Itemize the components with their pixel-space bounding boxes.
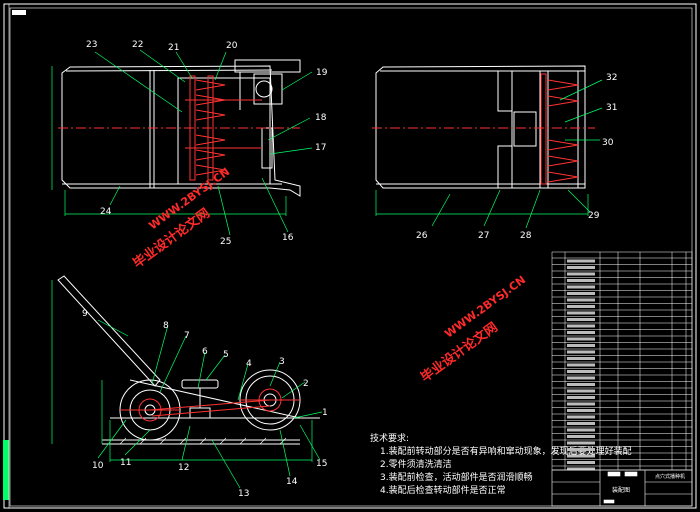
part-label-11: 11 (120, 458, 131, 468)
part-label-23: 23 (86, 40, 97, 50)
title-block (551, 469, 693, 507)
part-label-3: 3 (279, 357, 285, 367)
bom-cell-text (567, 298, 595, 302)
part-label-9: 9 (82, 309, 88, 319)
bom-cell-text (567, 454, 595, 458)
technical-notes: 技术要求: 1.装配前转动部分是否有异响和窜动现象，发现后要处理好装配 2.零件… (370, 432, 632, 496)
bom-cell-text (567, 331, 595, 334)
top-view-right (375, 65, 586, 189)
part-label-22: 22 (132, 40, 143, 50)
bom-cell-text (567, 292, 595, 295)
title-block-drawing-title: 装配图 (612, 486, 630, 494)
bom-cell-text (567, 337, 595, 341)
part-label-21: 21 (168, 43, 179, 53)
part-label-6: 6 (202, 347, 208, 357)
part-label-10: 10 (92, 461, 104, 471)
bom-table (551, 251, 693, 471)
part-label-18: 18 (315, 113, 327, 123)
bom-cell-text (567, 435, 595, 438)
bom-cell-text (567, 409, 595, 412)
bom-cell-text (567, 363, 595, 367)
notes-heading: 技术要求: (370, 432, 409, 444)
top-view-left-parts (58, 75, 300, 181)
bom-cell-text (567, 324, 595, 328)
part-label-26: 26 (416, 231, 428, 241)
bom-cell-text (567, 461, 595, 464)
corner-tag (12, 10, 26, 15)
part-label-14: 14 (286, 477, 298, 487)
left-margin-mark (3, 440, 9, 500)
bom-cell-text (567, 415, 595, 419)
bom-cell-text (567, 311, 595, 315)
bom-cell-text (567, 318, 595, 321)
bom-cell-text (567, 467, 595, 471)
ground-hatch (119, 437, 287, 445)
bom-cell-text (567, 428, 595, 432)
note-3: 3.装配前检查，活动部件是否润滑顺畅 (380, 471, 533, 483)
bom-cell-text (567, 376, 595, 380)
part-label-15: 15 (316, 459, 327, 469)
title-block-name: 点穴式播种机 (655, 473, 685, 480)
part-label-28: 28 (520, 231, 532, 241)
bom-cell-text (567, 370, 595, 373)
part-label-7: 7 (184, 331, 190, 341)
drawing-border (3, 3, 697, 509)
watermark-upper: 毕业设计论文网 WWW.2BYSJ.CN (130, 165, 232, 271)
part-label-27: 27 (478, 231, 489, 241)
side-view-parts (120, 388, 300, 422)
bom-cell-text (567, 350, 595, 354)
bom-cell-text (567, 259, 595, 263)
top-view-left-dims (51, 49, 313, 236)
part-label-31: 31 (606, 103, 617, 113)
bom-cell-text (567, 285, 595, 289)
side-view-dims (51, 280, 323, 489)
part-label-4: 4 (246, 359, 252, 369)
top-view-right-dims (375, 79, 603, 229)
bom-cell-text (567, 279, 595, 282)
part-label-5: 5 (223, 350, 229, 360)
bom-cell-text (567, 389, 595, 393)
bom-cell-text (567, 396, 595, 399)
part-label-30: 30 (602, 138, 614, 148)
bom-cell-text (567, 357, 595, 360)
part-label-24: 24 (100, 207, 112, 217)
bom-cell-text (567, 305, 595, 308)
top-view-right-parts (372, 73, 595, 185)
part-label-8: 8 (163, 321, 169, 331)
part-label-17: 17 (315, 143, 326, 153)
part-label-32: 32 (606, 73, 617, 83)
bom-cell-text (567, 383, 595, 386)
bom-cell-text (567, 272, 595, 276)
part-label-13: 13 (238, 489, 249, 499)
part-label-2: 2 (303, 379, 309, 389)
note-2: 2.零件须清洗清洁 (380, 458, 452, 470)
bom-cell-text (567, 266, 595, 269)
bom-cell-text (567, 441, 595, 445)
part-label-16: 16 (282, 233, 294, 243)
watermark-lower: 毕业设计论文网 WWW.2BYSJ.CN (418, 273, 528, 385)
bom-cell-text (567, 448, 595, 451)
part-label-25: 25 (220, 237, 231, 247)
bom-cell-text (567, 344, 595, 347)
part-label-1: 1 (322, 408, 328, 418)
part-label-12: 12 (178, 463, 189, 473)
part-label-20: 20 (226, 41, 238, 51)
part-label-29: 29 (588, 211, 600, 221)
note-4: 4.装配后检查转动部件是否正常 (380, 484, 506, 496)
bom-cell-text (567, 422, 595, 425)
bom-cell-text (567, 402, 595, 406)
part-label-19: 19 (316, 68, 328, 78)
